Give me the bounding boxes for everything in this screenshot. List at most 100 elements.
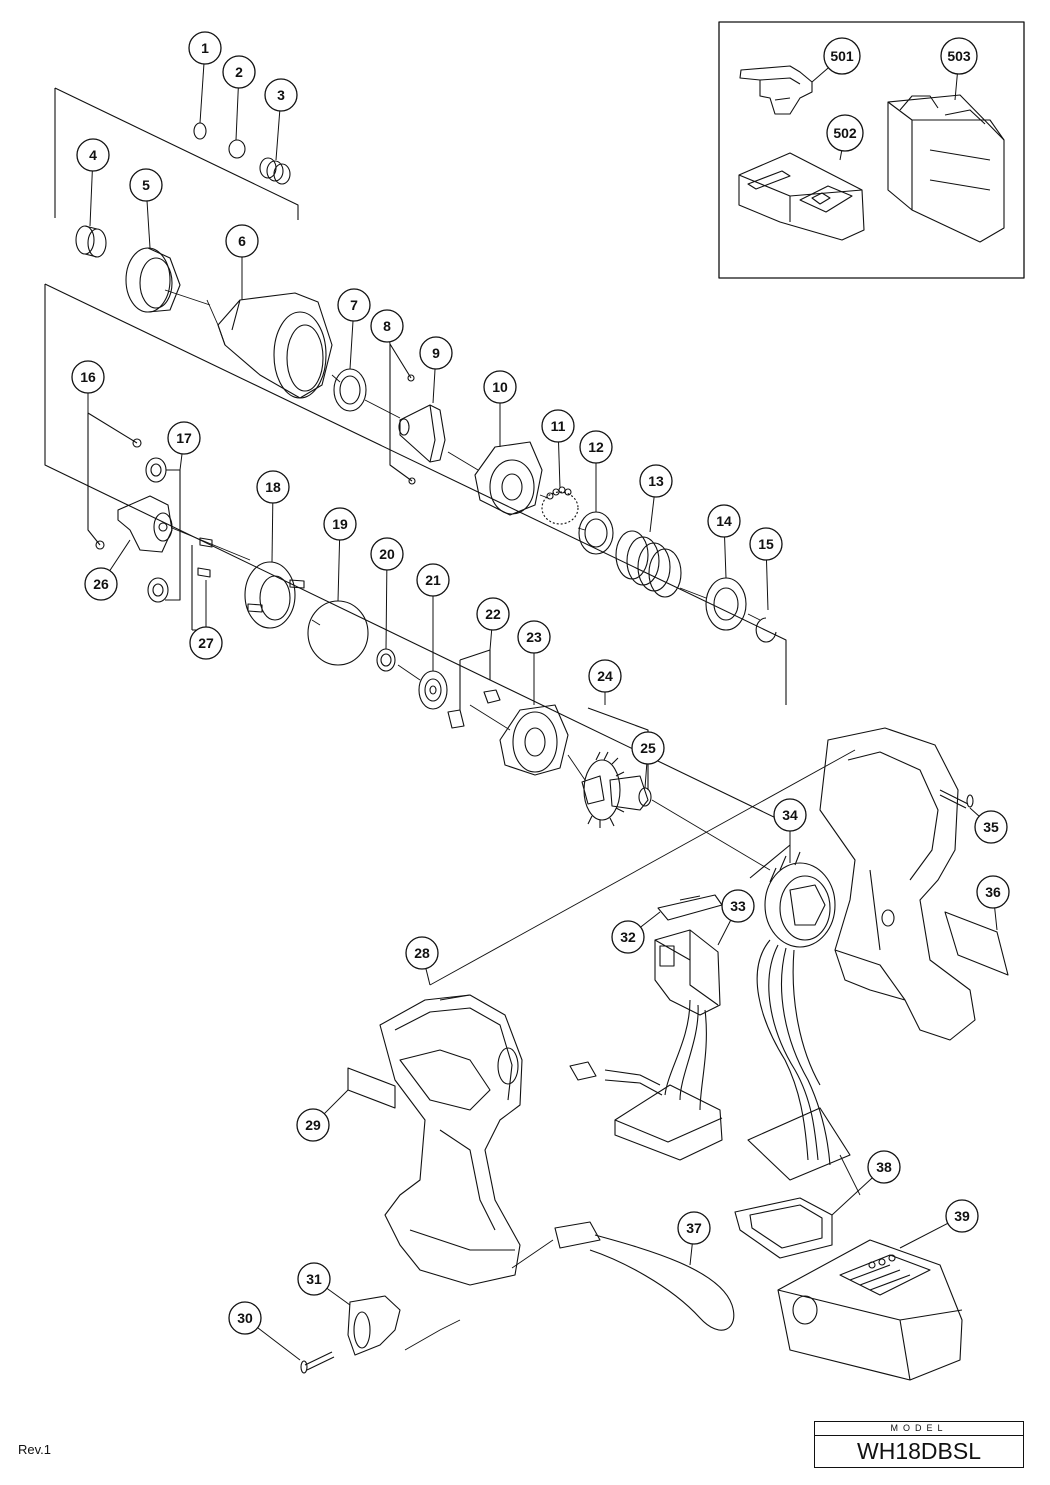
leader-line-11: [558, 441, 561, 489]
callout-circle-1: [188, 31, 222, 65]
callout-label-9: 9: [432, 345, 440, 361]
callout-label-38: 38: [876, 1159, 892, 1175]
wiring-harness: [569, 939, 831, 1166]
callout-circle-11: [541, 409, 575, 443]
leader-line-20: [385, 569, 388, 650]
callout-label-37: 37: [686, 1220, 702, 1236]
callout-label-26: 26: [93, 576, 109, 592]
callout-circle-33: [721, 889, 755, 923]
callout-circle-34: [773, 798, 807, 832]
housing-right-half: [819, 727, 976, 1041]
part-18-inner-cover: [244, 561, 305, 629]
part-8-ball-lower: [408, 477, 416, 485]
part-31-hook: [347, 1295, 401, 1356]
callout-circle-20: [370, 537, 404, 571]
leader-line-36: [994, 907, 998, 931]
callout-circle-27: [189, 626, 223, 660]
callout-label-501: 501: [830, 48, 854, 64]
callout-circle-14: [707, 504, 741, 538]
leader-line-26: [109, 539, 131, 571]
callout-circle-7: [337, 288, 371, 322]
callout-circle-13: [639, 464, 673, 498]
part-29-label: [347, 1067, 396, 1109]
callout-label-4: 4: [89, 147, 97, 163]
leader-line-1: [199, 63, 205, 124]
part-17-gear-upper: [145, 457, 167, 483]
callout-label-2: 2: [235, 64, 243, 80]
callouts: 1234567891011121314151617181920212223242…: [71, 31, 1010, 1361]
part-16-ball-lower: [95, 540, 105, 550]
callout-circle-35: [974, 810, 1008, 844]
frame-main-left: [44, 284, 781, 821]
part-17-gear-lower: [147, 577, 169, 603]
leader-line-18: [271, 502, 274, 563]
callout-circle-17: [167, 421, 201, 455]
callout-circle-23: [517, 620, 551, 654]
part-36-label: [944, 911, 1009, 976]
part-38-gasket: [734, 1197, 833, 1259]
callout-circle-10: [483, 370, 517, 404]
leader-line-37: [689, 1243, 693, 1266]
leader-line-502: [839, 150, 843, 161]
leader-line-28: [425, 968, 431, 986]
callout-label-17: 17: [176, 430, 192, 446]
callout-label-23: 23: [526, 629, 542, 645]
leader-line-9: [432, 368, 436, 404]
callout-circle-31: [297, 1262, 331, 1296]
leader-line-4: [89, 170, 93, 227]
callout-label-31: 31: [306, 1271, 322, 1287]
part-19-o-ring: [307, 600, 369, 666]
callout-circle-21: [416, 563, 450, 597]
part-7-washer: [333, 368, 367, 412]
callout-label-19: 19: [332, 516, 348, 532]
callout-circle-5: [129, 168, 163, 202]
leader-line-39: [899, 1222, 949, 1249]
part-26-spindle: [117, 495, 173, 553]
callout-circle-25: [631, 731, 665, 765]
callout-circle-16: [71, 360, 105, 394]
callout-label-503: 503: [947, 48, 971, 64]
leader-line-38: [831, 1177, 873, 1216]
leader-line-29: [323, 1089, 349, 1115]
part-1-ring: [193, 122, 207, 140]
accessory-box: [718, 21, 1025, 279]
controller-board: [614, 1084, 851, 1181]
callout-circle-12: [579, 430, 613, 464]
leader-line-35: [969, 807, 980, 817]
leader-line-25: [644, 763, 648, 789]
callout-label-21: 21: [425, 572, 441, 588]
callout-circle-4: [76, 138, 110, 172]
callout-label-14: 14: [716, 513, 732, 529]
model-value: WH18DBSL: [857, 1438, 981, 1464]
callout-circle-503: [940, 37, 978, 75]
callout-label-30: 30: [237, 1310, 253, 1326]
part-8-ball-upper: [407, 374, 415, 382]
part-22-blocks: [447, 689, 501, 729]
leader-line-7: [349, 320, 354, 370]
part-24-rotor: [581, 751, 652, 828]
callout-circle-36: [976, 875, 1010, 909]
part-4-sleeve: [75, 225, 107, 258]
part-21-bearing: [418, 670, 448, 710]
part-13-spring: [615, 530, 682, 598]
callout-label-34: 34: [782, 807, 798, 823]
callout-circle-2: [222, 55, 256, 89]
part-30-screw: [300, 1351, 335, 1374]
callout-label-29: 29: [305, 1117, 321, 1133]
part-33-switch: [654, 929, 721, 1016]
part-11-steel-balls: [541, 486, 579, 525]
callout-label-10: 10: [492, 379, 508, 395]
callout-label-32: 32: [620, 929, 636, 945]
model-label: MODEL: [815, 1422, 1023, 1436]
part-9-anvil: [398, 404, 446, 463]
part-23-internal-cover: [499, 704, 569, 776]
housing-left-half: [379, 994, 523, 1286]
callout-label-25: 25: [640, 740, 656, 756]
leader-line-19: [337, 539, 341, 602]
part-10-hammer: [474, 441, 543, 516]
part-501-clip: [739, 65, 813, 115]
part-502-charger: [738, 152, 865, 241]
part-39-battery: [777, 1239, 963, 1381]
callout-circle-38: [867, 1150, 901, 1184]
callout-circle-37: [677, 1211, 711, 1245]
